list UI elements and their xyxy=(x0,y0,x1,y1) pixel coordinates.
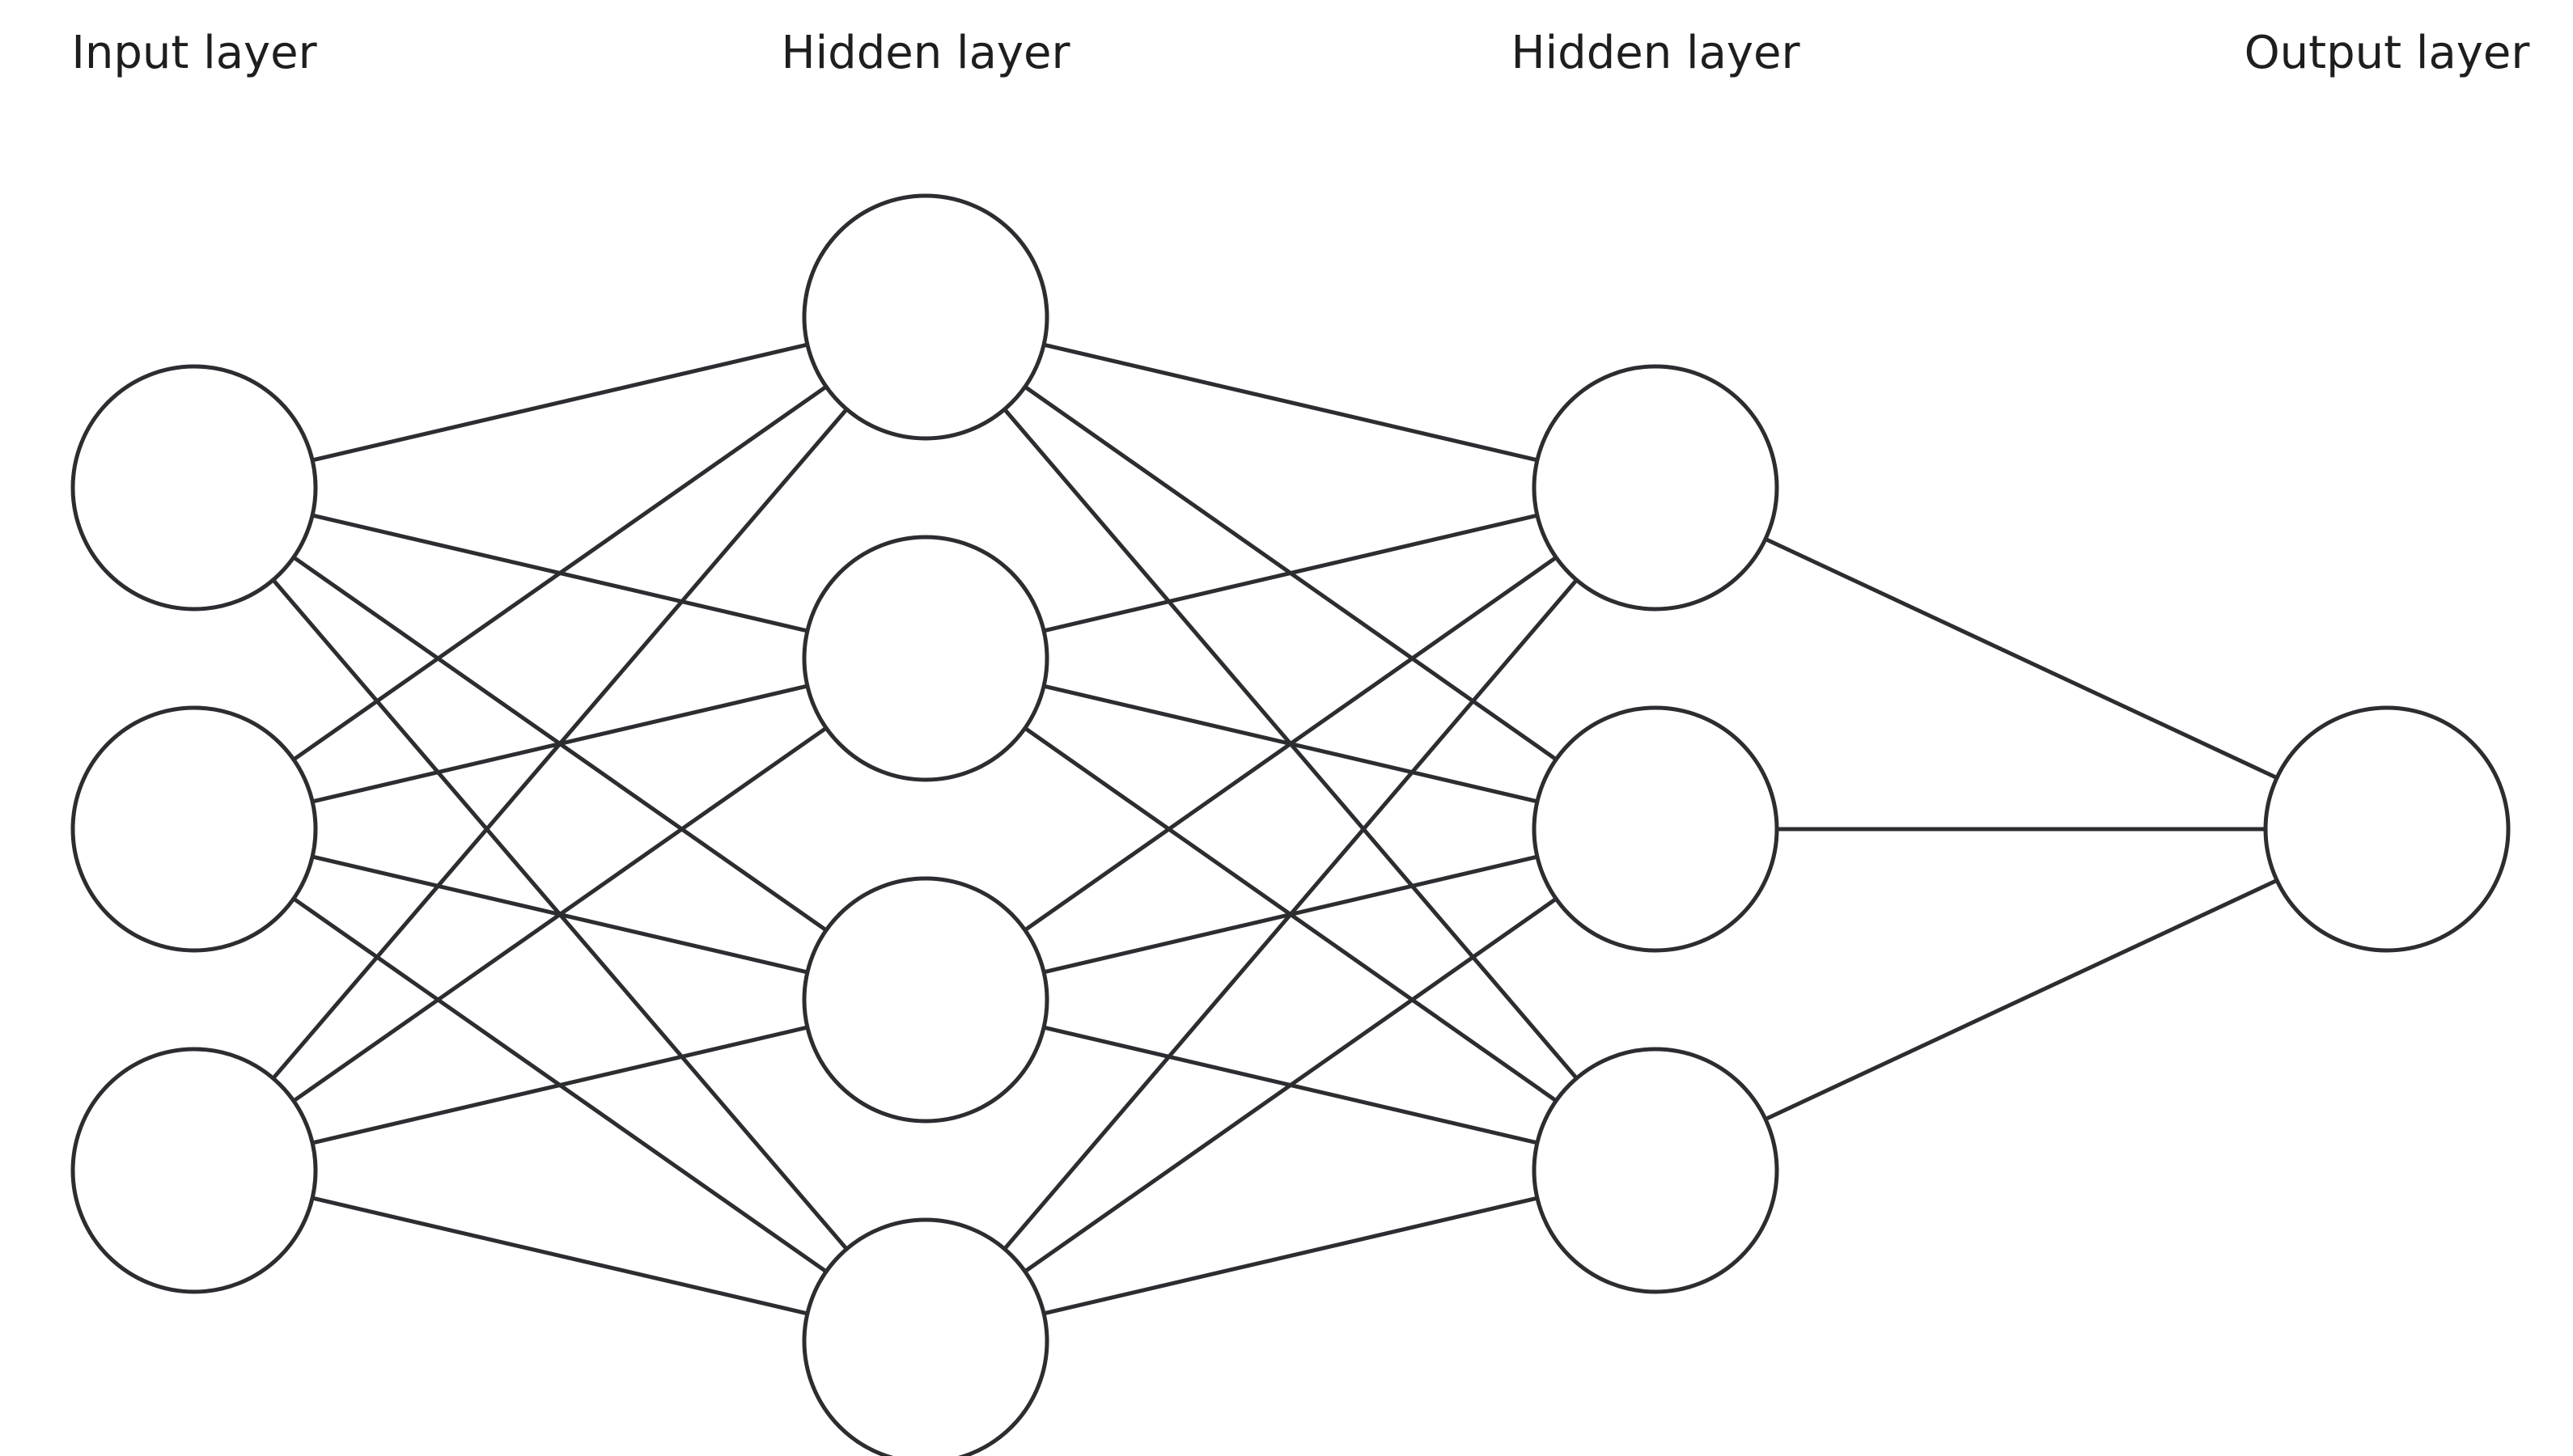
neuron-input-2 xyxy=(70,705,318,953)
neuron-hidden-1-4 xyxy=(802,1217,1049,1456)
edge-hidden-1-4-to-hidden-2-1 xyxy=(1002,578,1579,1251)
layer-titles: Input layer Hidden layer Hidden layer Ou… xyxy=(71,27,2530,79)
edge-input-3-to-hidden-1-4 xyxy=(310,1196,810,1316)
edge-hidden-2-1-to-output-1 xyxy=(1763,536,2279,781)
edge-hidden-1-4-to-hidden-2-2 xyxy=(1023,896,1558,1274)
edge-hidden-2-3-to-output-1 xyxy=(1763,878,2279,1122)
edge-hidden-1-4-to-hidden-2-3 xyxy=(1041,1196,1540,1316)
neuron-hidden-2-2 xyxy=(1532,705,1779,953)
edge-hidden-1-3-to-hidden-2-1 xyxy=(1023,555,1558,933)
edge-hidden-1-2-to-hidden-2-1 xyxy=(1041,513,1540,633)
layer-title-output: Output layer xyxy=(2244,27,2531,79)
edge-input-3-to-hidden-1-2 xyxy=(291,726,829,1103)
edge-input-1-to-hidden-1-1 xyxy=(310,342,810,463)
neurons xyxy=(70,193,2511,1456)
neuron-output-1 xyxy=(2263,705,2511,953)
neuron-input-3 xyxy=(70,1047,318,1294)
edge-hidden-1-1-to-hidden-2-1 xyxy=(1041,342,1540,463)
neuron-input-1 xyxy=(70,364,318,612)
neuron-hidden-1-2 xyxy=(802,535,1049,782)
edge-input-2-to-hidden-1-1 xyxy=(291,384,829,762)
layer-title-hidden-2: Hidden layer xyxy=(1511,27,1801,79)
neuron-hidden-1-3 xyxy=(802,876,1049,1124)
neuron-hidden-2-3 xyxy=(1532,1047,1779,1294)
neuron-hidden-1-1 xyxy=(802,193,1049,441)
neuron-hidden-2-1 xyxy=(1532,364,1779,612)
connections xyxy=(271,342,2279,1316)
edge-input-3-to-hidden-1-1 xyxy=(271,407,849,1081)
layer-title-hidden-1: Hidden layer xyxy=(782,27,1071,79)
layer-title-input: Input layer xyxy=(71,27,317,79)
edge-input-3-to-hidden-1-3 xyxy=(310,1025,810,1145)
